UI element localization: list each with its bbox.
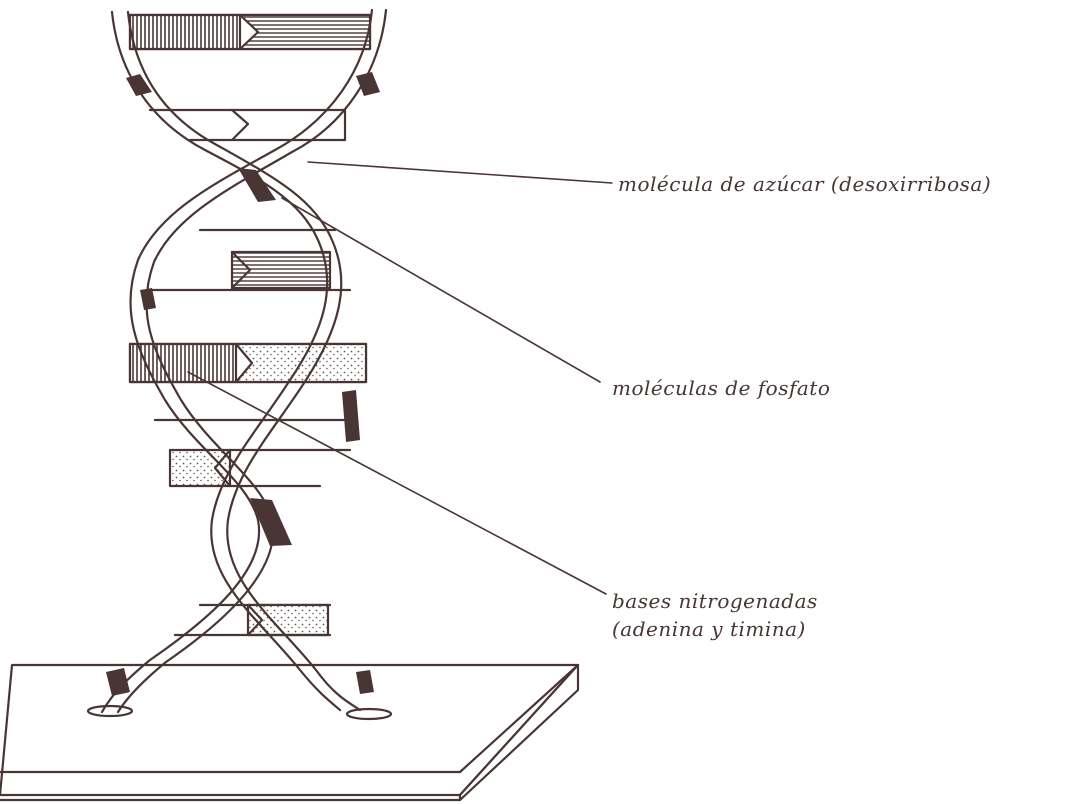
nitrogenous-bases-label: bases nitrogenadas (adenina y timina) [612,587,818,643]
bases-label-line-2: (adenina y timina) [612,615,818,643]
model-base-platform [0,665,578,800]
sugar-label-text: molécula de azúcar (desoxirribosa) [618,170,991,198]
phosphate-molecules-label: moléculas de fosfato [612,374,830,402]
sugar-molecule-label: molécula de azúcar (desoxirribosa) [618,170,991,198]
phosphate-molecules [106,72,380,696]
phosphate-label-text: moléculas de fosfato [612,374,830,402]
bases-label-line-1: bases nitrogenadas [612,587,818,615]
